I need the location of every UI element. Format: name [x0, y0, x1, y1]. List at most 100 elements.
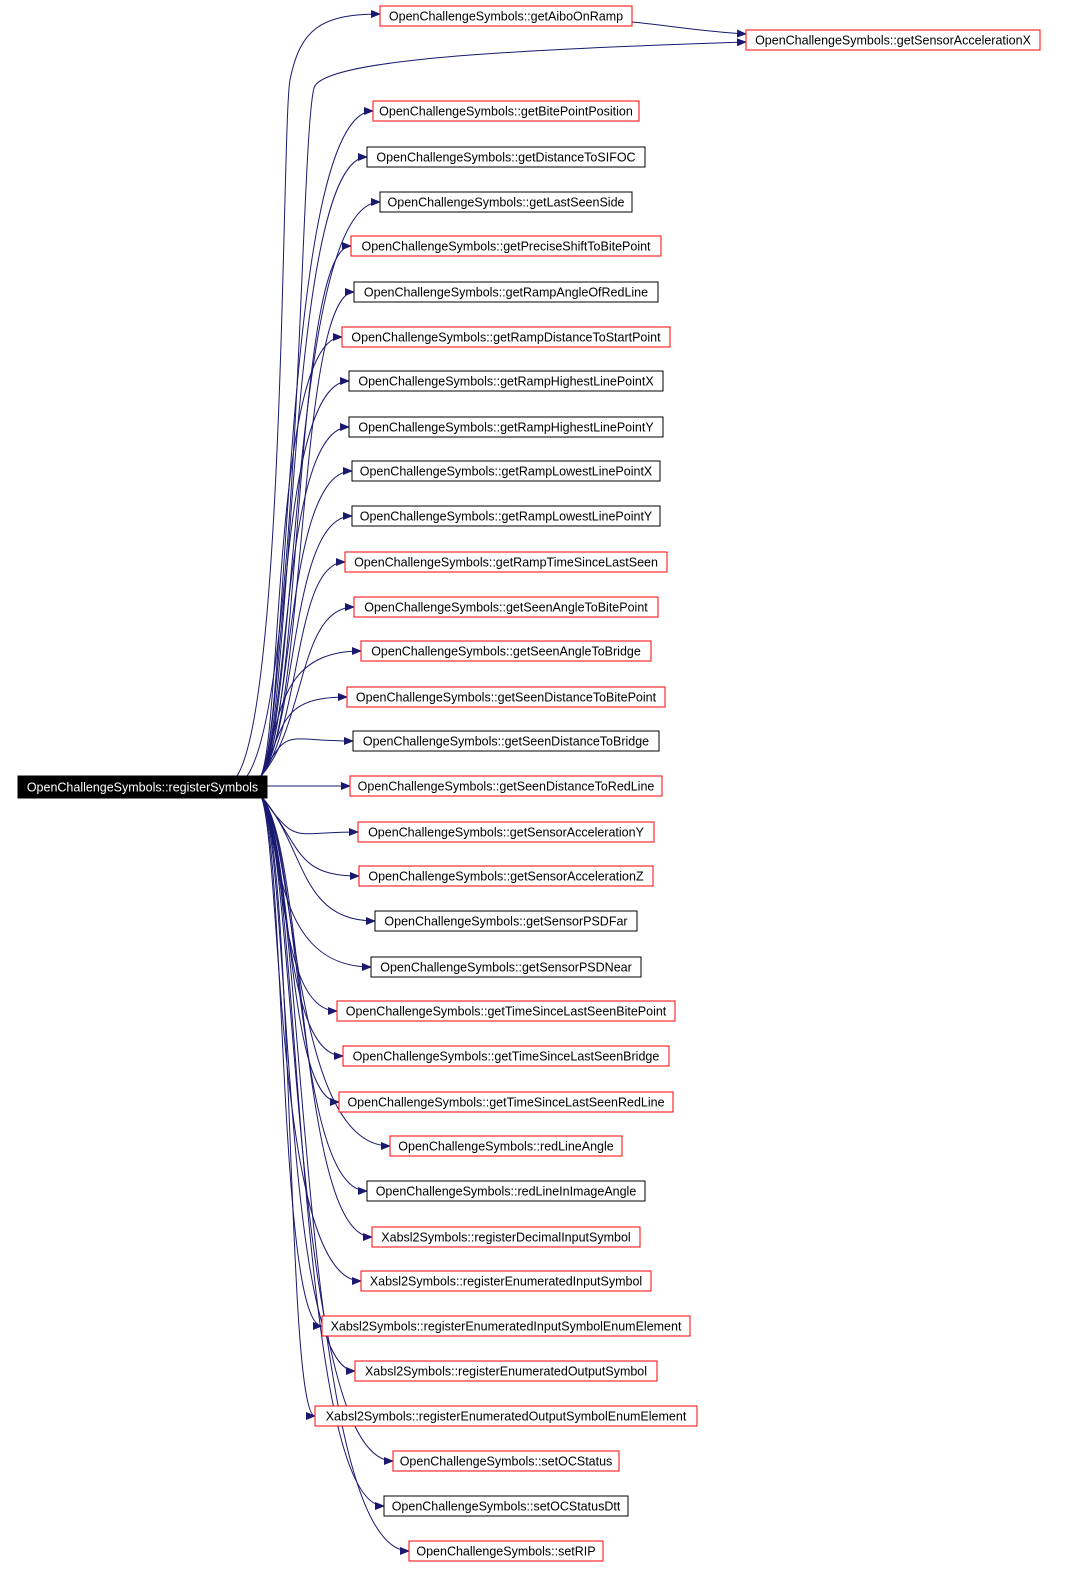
root-node[interactable]: OpenChallengeSymbols::registerSymbols — [17, 775, 268, 799]
call-node-label: OpenChallengeSymbols::getSensorPSDNear — [380, 961, 632, 975]
call-node-label: OpenChallengeSymbols::getRampAngleOfRedL… — [364, 286, 648, 300]
call-node-box — [366, 1180, 646, 1202]
call-node-box — [346, 686, 666, 708]
call-node[interactable]: Xabsl2Symbols::registerEnumeratedInputSy… — [360, 1270, 652, 1292]
edge-to-node-34 — [260, 795, 385, 1510]
edge-to-node-14 — [260, 603, 355, 777]
call-node-label: OpenChallengeSymbols::getSeenDistanceToB… — [356, 691, 657, 705]
call-node[interactable]: OpenChallengeSymbols::getSensorPSDNear — [370, 956, 642, 978]
edge-to-node-13 — [260, 558, 346, 777]
call-node-label: OpenChallengeSymbols::getBitePointPositi… — [379, 105, 633, 119]
call-node[interactable]: OpenChallengeSymbols::getRampLowestLineP… — [351, 460, 661, 482]
call-node-box — [344, 551, 668, 573]
call-node-label: OpenChallengeSymbols::getRampLowestLineP… — [360, 510, 653, 524]
call-node[interactable]: OpenChallengeSymbols::getSeenAngleToBite… — [353, 596, 659, 618]
edge-to-node-3 — [260, 107, 374, 777]
call-node-box — [348, 370, 664, 392]
call-node-label: OpenChallengeSymbols::getDistanceToSIFOC — [376, 151, 635, 165]
edge-to-node-10 — [260, 423, 350, 777]
call-node[interactable]: OpenChallengeSymbols::getLastSeenSide — [379, 191, 633, 213]
call-node[interactable]: OpenChallengeSymbols::getBitePointPositi… — [372, 100, 640, 122]
call-node-label: OpenChallengeSymbols::getTimeSinceLastSe… — [346, 1005, 667, 1019]
call-node[interactable]: OpenChallengeSymbols::getRampLowestLineP… — [351, 505, 661, 527]
edge-to-node-21 — [260, 795, 376, 925]
call-node[interactable]: OpenChallengeSymbols::getTimeSinceLastSe… — [342, 1045, 670, 1067]
chain-edge — [631, 21, 747, 38]
call-node-box — [349, 775, 663, 797]
call-node-box — [358, 865, 654, 887]
call-node-box — [350, 235, 662, 257]
call-node[interactable]: Xabsl2Symbols::registerEnumeratedOutputS… — [354, 1360, 658, 1382]
call-node-box — [351, 460, 661, 482]
call-node-box — [336, 1000, 676, 1022]
call-node-box — [366, 146, 646, 168]
call-node-box — [360, 640, 652, 662]
call-node-label: OpenChallengeSymbols::getSensorAccelerat… — [368, 826, 645, 840]
call-node-label: OpenChallengeSymbols::getPreciseShiftToB… — [361, 240, 651, 254]
call-node[interactable]: OpenChallengeSymbols::setOCStatus — [392, 1450, 620, 1472]
edge-to-node-9 — [260, 377, 350, 777]
call-node-box — [351, 505, 661, 527]
call-node[interactable]: OpenChallengeSymbols::getPreciseShiftToB… — [350, 235, 662, 257]
call-node[interactable]: OpenChallengeSymbols::getSeenAngleToBrid… — [360, 640, 652, 662]
call-node-label: OpenChallengeSymbols::redLineAngle — [398, 1140, 613, 1154]
call-node-label: OpenChallengeSymbols::getRampDistanceToS… — [351, 331, 661, 345]
call-node-label: OpenChallengeSymbols::getTimeSinceLastSe… — [347, 1096, 664, 1110]
call-node[interactable]: OpenChallengeSymbols::getRampDistanceToS… — [341, 326, 671, 348]
call-node[interactable]: Xabsl2Symbols::registerEnumeratedInputSy… — [321, 1315, 691, 1337]
call-node-box — [379, 191, 633, 213]
call-node[interactable]: OpenChallengeSymbols::setRIP — [408, 1540, 604, 1562]
call-node[interactable]: OpenChallengeSymbols::getSeenDistanceToB… — [352, 730, 660, 752]
edge-to-node-27 — [260, 795, 368, 1195]
call-node-label: OpenChallengeSymbols::getSeenAngleToBrid… — [371, 645, 641, 659]
call-node-box — [372, 100, 640, 122]
call-node-label: OpenChallengeSymbols::getRampTimeSinceLa… — [354, 556, 658, 570]
call-node[interactable]: OpenChallengeSymbols::getSeenDistanceToB… — [346, 686, 666, 708]
call-node[interactable]: OpenChallengeSymbols::getSeenDistanceToR… — [349, 775, 663, 797]
call-node-label: OpenChallengeSymbols::getRampHighestLine… — [358, 375, 654, 389]
call-node[interactable]: OpenChallengeSymbols::getDistanceToSIFOC — [366, 146, 646, 168]
call-node[interactable]: OpenChallengeSymbols::getTimeSinceLastSe… — [338, 1091, 674, 1113]
call-node[interactable]: OpenChallengeSymbols::getRampTimeSinceLa… — [344, 551, 668, 573]
call-node-label: OpenChallengeSymbols::getSensorAccelerat… — [368, 870, 644, 884]
call-node-box — [408, 1540, 604, 1562]
call-node[interactable]: OpenChallengeSymbols::getAiboOnRamp — [379, 5, 633, 27]
call-node-box — [338, 1091, 674, 1113]
call-node[interactable]: OpenChallengeSymbols::redLineInImageAngl… — [366, 1180, 646, 1202]
call-node-label: OpenChallengeSymbols::getTimeSinceLastSe… — [353, 1050, 660, 1064]
edge-to-node-15 — [260, 647, 362, 777]
call-node-label: OpenChallengeSymbols::getRampLowestLineP… — [360, 465, 653, 479]
edge-to-node-32 — [260, 795, 316, 1420]
call-node[interactable]: OpenChallengeSymbols::getSensorAccelerat… — [745, 29, 1041, 51]
call-node-label: OpenChallengeSymbols::getSensorAccelerat… — [755, 34, 1032, 48]
call-node[interactable]: OpenChallengeSymbols::getSensorAccelerat… — [358, 865, 654, 887]
call-node-box — [370, 956, 642, 978]
call-node[interactable]: OpenChallengeSymbols::getSensorAccelerat… — [357, 821, 655, 843]
root-node-label: OpenChallengeSymbols::registerSymbols — [27, 781, 258, 795]
call-node[interactable]: OpenChallengeSymbols::getTimeSinceLastSe… — [336, 1000, 676, 1022]
call-node-label: OpenChallengeSymbols::getRampHighestLine… — [358, 421, 654, 435]
call-node[interactable]: OpenChallengeSymbols::getSensorPSDFar — [374, 910, 638, 932]
call-node-label: OpenChallengeSymbols::getSeenAngleToBite… — [364, 601, 648, 615]
call-node[interactable]: Xabsl2Symbols::registerDecimalInputSymbo… — [371, 1226, 641, 1248]
call-node-label: Xabsl2Symbols::registerEnumeratedOutputS… — [365, 1365, 647, 1379]
call-node-box — [352, 730, 660, 752]
call-node-box — [392, 1450, 620, 1472]
call-node[interactable]: OpenChallengeSymbols::setOCStatusDtt — [383, 1495, 629, 1517]
call-node-label: OpenChallengeSymbols::getSeenDistanceToB… — [363, 735, 649, 749]
edge-to-node-2 — [246, 38, 747, 777]
edge-to-node-30 — [260, 795, 323, 1330]
call-node-label: OpenChallengeSymbols::setOCStatus — [400, 1455, 613, 1469]
call-node-box — [374, 910, 638, 932]
edge-to-node-4 — [260, 153, 368, 777]
call-node-box — [745, 29, 1041, 51]
edge-to-node-28 — [260, 795, 373, 1241]
edge-to-node-29 — [260, 795, 362, 1285]
call-node[interactable]: OpenChallengeSymbols::getRampHighestLine… — [348, 416, 664, 438]
call-node[interactable]: OpenChallengeSymbols::getRampAngleOfRedL… — [353, 281, 659, 303]
call-node-label: OpenChallengeSymbols::setOCStatusDtt — [392, 1500, 621, 1514]
call-node[interactable]: Xabsl2Symbols::registerEnumeratedOutputS… — [314, 1405, 698, 1427]
call-node[interactable]: OpenChallengeSymbols::redLineAngle — [389, 1135, 623, 1157]
call-node[interactable]: OpenChallengeSymbols::getRampHighestLine… — [348, 370, 664, 392]
